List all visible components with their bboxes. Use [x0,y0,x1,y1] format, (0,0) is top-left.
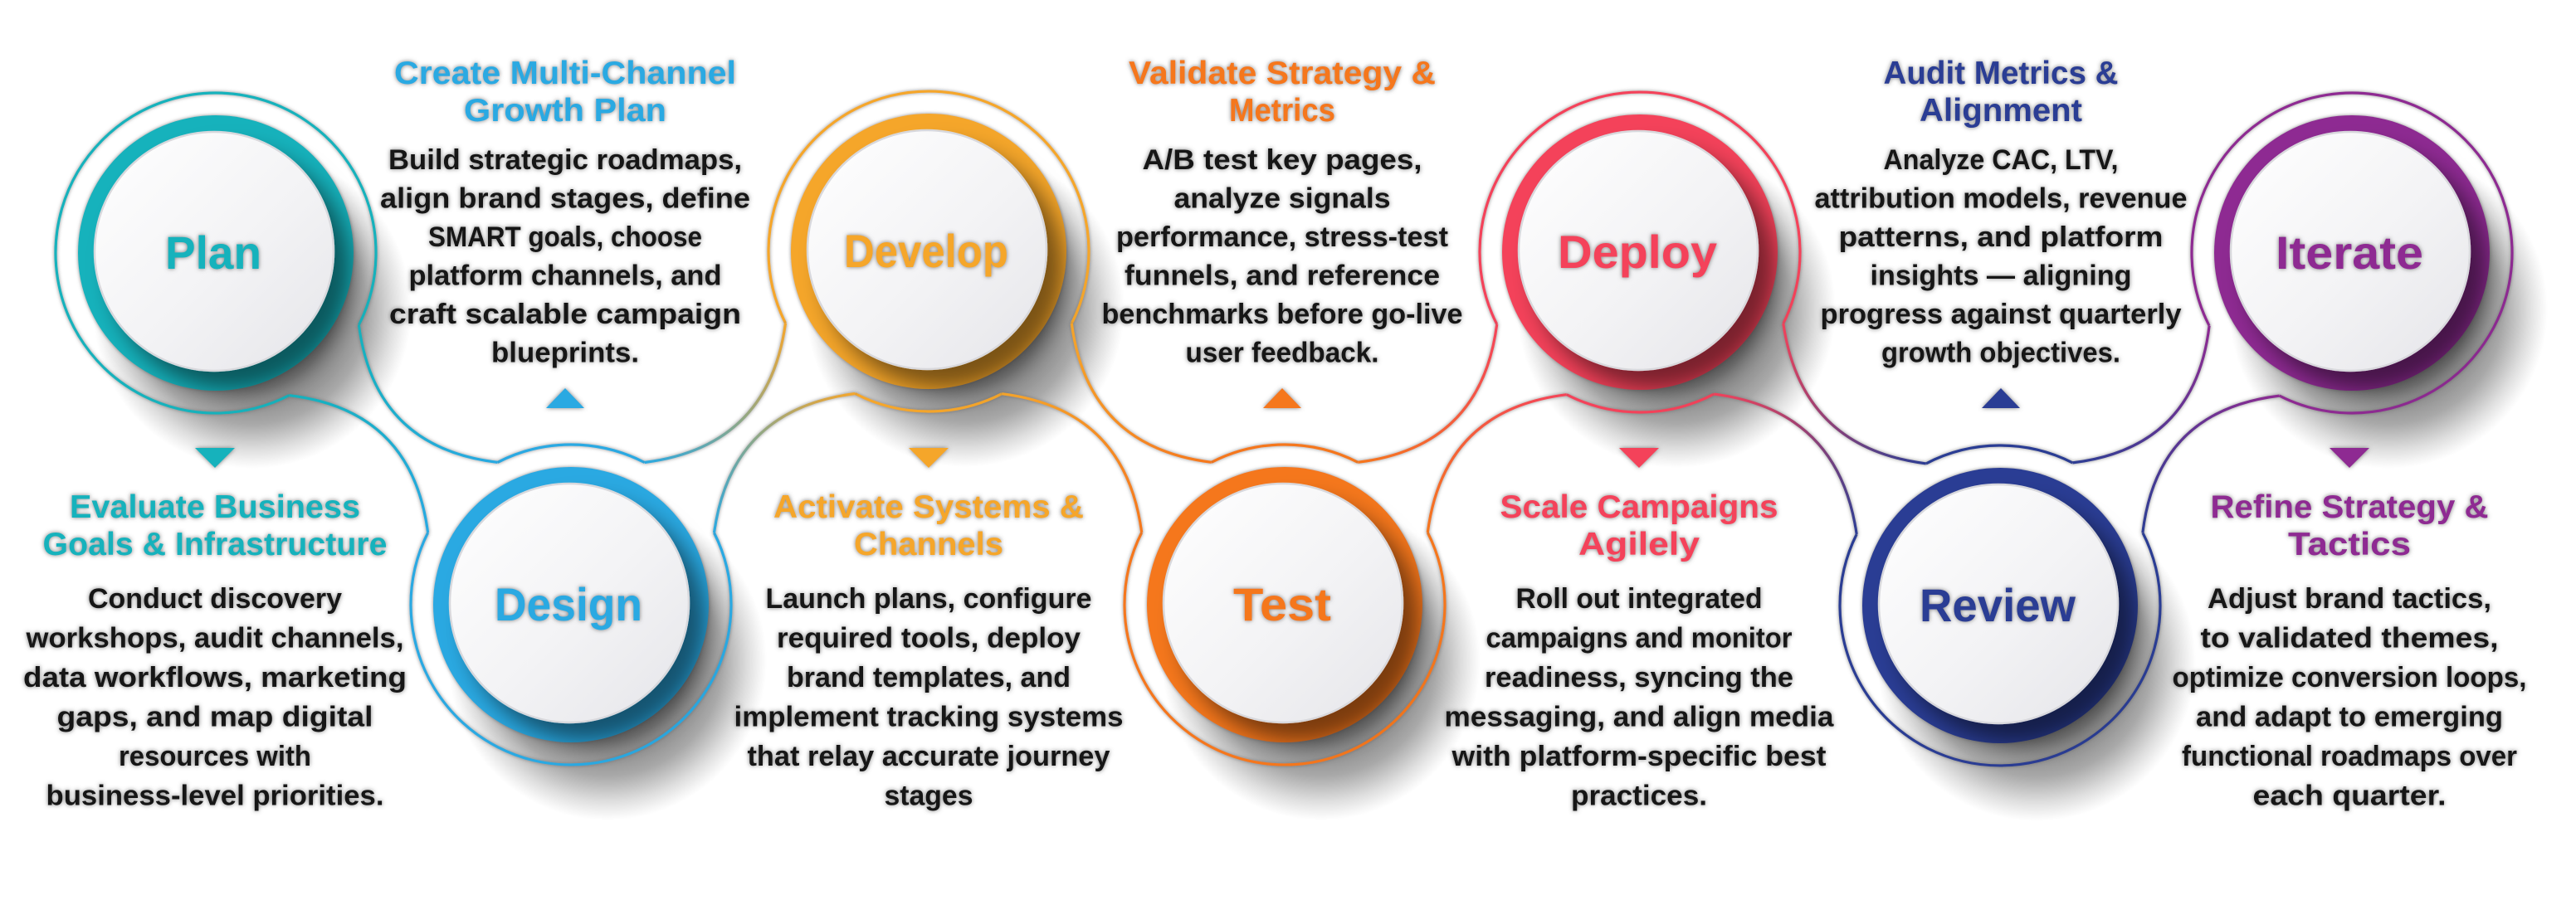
svg-text:Create Multi-Channel: Create Multi-Channel [394,56,736,91]
svg-text:Develop: Develop [844,225,1008,277]
svg-text:Scale Campaigns: Scale Campaigns [1500,489,1778,525]
svg-text:Launch plans, configure: Launch plans, configure [766,583,1092,615]
svg-text:Plan: Plan [165,226,261,279]
svg-text:Iterate: Iterate [2276,226,2423,279]
svg-text:readiness, syncing the: readiness, syncing the [1485,662,1793,693]
svg-text:brand templates, and: brand templates, and [787,662,1071,693]
svg-text:analyze signals: analyze signals [1174,183,1391,215]
svg-text:align brand stages, define: align brand stages, define [380,183,750,215]
svg-text:stages: stages [885,781,973,812]
svg-text:Refine Strategy &: Refine Strategy & [2211,489,2489,525]
svg-text:messaging, and align media: messaging, and align media [1445,702,1835,733]
svg-text:and adapt to emerging: and adapt to emerging [2196,702,2503,733]
svg-text:workshops, audit channels,: workshops, audit channels, [25,623,403,654]
svg-text:Adjust brand tactics,: Adjust brand tactics, [2208,583,2491,615]
svg-text:to validated themes,: to validated themes, [2201,623,2499,654]
svg-text:performance, stress-test: performance, stress-test [1116,221,1448,253]
svg-text:Agilely: Agilely [1578,527,1700,562]
svg-text:Conduct discovery: Conduct discovery [88,583,342,615]
svg-text:that relay accurate journey: that relay accurate journey [748,741,1110,772]
svg-text:Metrics: Metrics [1229,93,1335,129]
svg-text:benchmarks before go-live: benchmarks before go-live [1102,299,1463,330]
svg-text:Evaluate Business: Evaluate Business [70,489,360,525]
svg-text:insights — aligning: insights — aligning [1871,260,2132,292]
svg-text:Roll out integrated: Roll out integrated [1516,583,1763,615]
svg-text:required tools, deploy: required tools, deploy [777,623,1081,654]
svg-text:Validate Strategy &: Validate Strategy & [1129,56,1436,91]
svg-text:Audit Metrics &: Audit Metrics & [1884,56,2119,91]
svg-text:blueprints.: blueprints. [491,338,639,369]
svg-text:Review: Review [1920,579,2076,631]
svg-text:patterns, and platform: patterns, and platform [1839,221,2164,253]
svg-text:growth objectives.: growth objectives. [1881,338,2120,369]
svg-text:platform channels, and: platform channels, and [409,260,722,292]
svg-text:resources with: resources with [119,741,311,772]
svg-text:business-level priorities.: business-level priorities. [46,781,384,812]
svg-text:Analyze CAC, LTV,: Analyze CAC, LTV, [1884,144,2119,176]
svg-text:Tactics: Tactics [2288,527,2411,562]
svg-text:attribution models, revenue: attribution models, revenue [1815,183,2188,215]
svg-text:Deploy: Deploy [1558,226,1717,278]
svg-text:funnels, and reference: funnels, and reference [1125,260,1440,292]
svg-text:Build strategic roadmaps,: Build strategic roadmaps, [388,144,742,176]
svg-text:Alignment: Alignment [1920,93,2082,129]
svg-text:practices.: practices. [1571,781,1707,812]
svg-text:SMART goals, choose: SMART goals, choose [428,221,702,253]
svg-text:user feedback.: user feedback. [1186,338,1379,369]
svg-text:craft scalable campaign: craft scalable campaign [389,299,741,330]
svg-text:data workflows, marketing: data workflows, marketing [23,662,407,693]
svg-text:Channels: Channels [854,527,1003,562]
svg-text:implement tracking systems: implement tracking systems [734,702,1124,733]
svg-text:with platform-specific best: with platform-specific best [1451,741,1826,772]
svg-text:progress against quarterly: progress against quarterly [1821,299,2182,330]
svg-text:Goals & Infrastructure: Goals & Infrastructure [43,527,388,562]
svg-text:Activate Systems &: Activate Systems & [773,489,1084,525]
svg-text:Test: Test [1233,578,1331,630]
svg-text:gaps, and map digital: gaps, and map digital [57,702,373,733]
svg-text:optimize conversion loops,: optimize conversion loops, [2173,662,2527,693]
svg-text:functional roadmaps over: functional roadmaps over [2182,741,2517,772]
svg-text:each quarter.: each quarter. [2253,781,2447,812]
svg-text:Growth Plan: Growth Plan [464,93,666,129]
svg-text:A/B test key pages,: A/B test key pages, [1143,144,1422,176]
svg-text:Design: Design [495,578,642,630]
svg-text:campaigns and monitor: campaigns and monitor [1486,623,1793,654]
